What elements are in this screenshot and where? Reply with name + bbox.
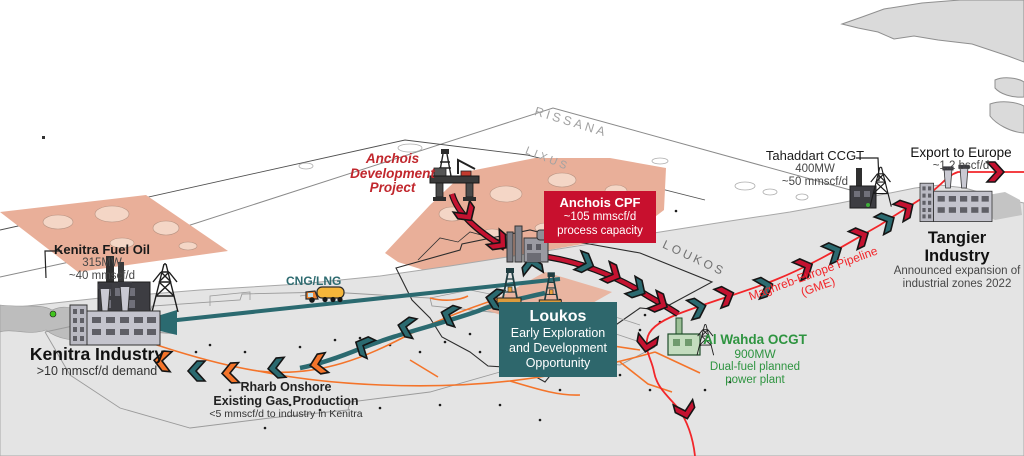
loukos-subtitle: Early Exploration — [510, 326, 606, 340]
loukos-subtitle: Opportunity — [525, 356, 591, 370]
kenitra-industry-title: Kenitra Industry — [29, 344, 165, 364]
al-wahda-capacity: 900MW — [734, 347, 776, 361]
anchois-cpf-callout: Anchois CPF ~105 mmscf/d process capacit… — [544, 191, 656, 243]
anchois-cpf-capacity: process capacity — [557, 224, 643, 237]
sea-contours — [298, 143, 809, 201]
offshore-rig-icon — [429, 149, 480, 201]
al-wahda-title: Al Wahda OCGT — [703, 332, 807, 347]
tahaddart-plant-icon — [849, 166, 892, 209]
kenitra-status-dot — [49, 310, 57, 318]
al-wahda-plant-icon — [667, 317, 715, 356]
cng-truck-icon — [305, 286, 345, 303]
rharb-note: <5 mmscf/d to industry in Kenitra — [209, 408, 363, 420]
export-volume: ~1.2 bscf/d — [932, 160, 990, 172]
kenitra-industry-demand: >10 mmscf/d demand — [36, 364, 158, 378]
tangier-note: Announced expansion of — [893, 265, 1021, 277]
anchois-dev-line: Project — [369, 180, 416, 195]
al-wahda-note: power plant — [725, 374, 785, 386]
rharb-subtitle: Existing Gas Production — [213, 394, 359, 408]
al-wahda-note: Dual-fuel planned — [709, 361, 801, 373]
kenitra-fuel-oil-title: Kenitra Fuel Oil — [53, 242, 151, 257]
anchois-cpf-capacity: ~105 mmscf/d — [563, 211, 637, 223]
cng-lng-label: CNG/LNG — [286, 274, 342, 288]
tangier-industry-factory-icon — [919, 164, 993, 223]
tangier-title: Tangier Industry — [924, 229, 990, 265]
anchois-dev-line: Anchois — [365, 151, 420, 166]
rharb-onshore-label: Rharb Onshore Existing Gas Production <5… — [206, 380, 366, 420]
loukos-callout: Loukos Early Exploration and Development… — [499, 302, 617, 377]
export-title: Export to Europe — [910, 145, 1012, 160]
anchois-development-label: Anchois Development Project — [330, 151, 455, 196]
sea-marker — [42, 136, 45, 139]
kenitra-fuel-oil-capacity: 315MW — [82, 257, 122, 269]
tahaddart-gas: ~50 mmscf/d — [781, 176, 849, 188]
kenitra-industry-label: Kenitra Industry >10 mmscf/d demand — [22, 345, 172, 379]
export-europe-label: Export to Europe ~1.2 bscf/d — [905, 145, 1017, 173]
tahaddart-label: Tahaddart CCGT 400MW ~50 mmscf/d — [762, 149, 868, 189]
tangier-note: industrial zones 2022 — [902, 278, 1012, 290]
kenitra-fuel-oil-gas: ~40 mmscf/d — [68, 270, 136, 282]
spain-landmass — [840, 0, 1024, 134]
loukos-subtitle: and Development — [509, 341, 607, 355]
anchois-dev-line: Development — [350, 165, 435, 181]
kenitra-industry-factory-icon — [69, 282, 161, 346]
gas-field-shading-west — [0, 195, 228, 272]
loukos-title: Loukos — [529, 308, 587, 325]
tahaddart-capacity: 400MW — [795, 163, 835, 175]
anchois-cpf-title: Anchois CPF — [559, 195, 641, 210]
al-wahda-label: Al Wahda OCGT 900MW Dual-fuel planned po… — [700, 332, 810, 387]
tangier-industry-label: Tangier Industry Announced expansion of … — [893, 229, 1021, 291]
rharb-title: Rharb Onshore — [240, 380, 332, 394]
kenitra-fuel-oil-label: Kenitra Fuel Oil 315MW ~40 mmscf/d — [48, 243, 156, 283]
tahaddart-title: Tahaddart CCGT — [765, 148, 865, 163]
